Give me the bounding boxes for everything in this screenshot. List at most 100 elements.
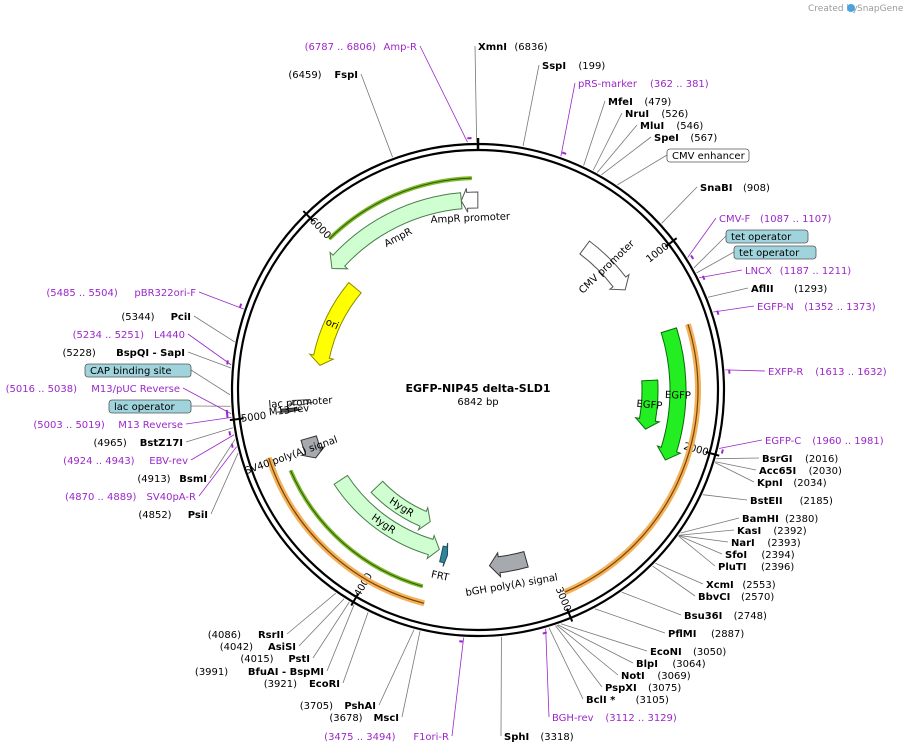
site-sspi[interactable]: SspI(199) <box>542 61 605 72</box>
site-bsu36i[interactable]: Bsu36I(2748) <box>684 611 767 622</box>
site-position: (3991) <box>195 667 228 678</box>
site-prs-marker[interactable]: pRS-marker(362 .. 381) <box>578 79 709 90</box>
site-pluti[interactable]: PluTI(2396) <box>718 562 794 573</box>
site-name: NotI <box>621 671 645 682</box>
ruler-tick <box>229 417 244 422</box>
site-bbvci[interactable]: BbvCI(2570) <box>698 592 774 603</box>
feature-tag-box <box>108 399 192 414</box>
site-cmv-enhancer[interactable]: CMV enhancer <box>666 148 750 163</box>
site-sphi[interactable]: SphI(3318) <box>504 732 574 743</box>
feature-tag-box <box>725 229 809 244</box>
site-nari[interactable]: NarI(2393) <box>731 538 801 549</box>
site-leader <box>718 439 763 449</box>
site-bsrgi[interactable]: BsrGI(2016) <box>762 454 838 465</box>
site-sv40pa-r[interactable]: SV40pA-R(4870 .. 4889) <box>65 492 196 503</box>
site-pbr322ori-f[interactable]: pBR322ori-F(5485 .. 5504) <box>46 288 196 299</box>
site-name: BspQI - SapI <box>116 348 185 359</box>
site-leader <box>548 627 584 700</box>
site-pcii[interactable]: PciI(5344) <box>121 312 191 323</box>
feature-sv40-poly-a-signal <box>299 435 326 459</box>
site-position: (4913) <box>137 474 170 485</box>
site-m13-reverse[interactable]: M13 Reverse(5003 .. 5019) <box>33 420 183 431</box>
site-ecori[interactable]: EcoRI(3921) <box>264 679 340 690</box>
site-leader <box>707 287 749 298</box>
feature-egfp <box>656 327 687 461</box>
feature-frt <box>439 542 449 567</box>
site-noti[interactable]: NotI(3069) <box>621 671 691 682</box>
site-mlui[interactable]: MluI(546) <box>640 121 703 132</box>
site-bspqi-sapi[interactable]: BspQI - SapI(5228) <box>63 348 185 359</box>
site-bcli[interactable]: BclI *(3105) <box>586 695 669 706</box>
site-kasi[interactable]: KasI(2392) <box>737 526 807 537</box>
site-position: (3921) <box>264 679 297 690</box>
site-tet-operator[interactable]: tet operator <box>725 229 809 244</box>
site-xcmi[interactable]: XcmI(2553) <box>706 580 776 591</box>
site-kpni[interactable]: KpnI(2034) <box>757 478 827 489</box>
site-bsteii[interactable]: BstEII(2185) <box>750 496 833 507</box>
feature-label: EGFP <box>665 390 691 402</box>
site-bfuai-bspmi[interactable]: BfuAI - BspMI(3991) <box>195 667 324 678</box>
site-position: (2185) <box>800 496 833 507</box>
site-cmv-f[interactable]: CMV-F(1087 .. 1107) <box>719 214 832 225</box>
site-econi[interactable]: EcoNI(3050) <box>650 647 726 658</box>
plasmid-name: EGFP-NIP45 delta-SLD1 <box>405 382 550 395</box>
site-leader <box>678 529 735 536</box>
credit-text: Created by <box>808 4 858 14</box>
site-position: (4870 .. 4889) <box>65 492 137 503</box>
site-leader <box>556 624 619 676</box>
ruler-tick <box>705 451 720 457</box>
site-tet-operator[interactable]: tet operator <box>733 245 817 260</box>
site-acc65i[interactable]: Acc65I(2030) <box>759 466 842 477</box>
site-name: PluTI <box>718 562 746 573</box>
site-blpi[interactable]: BlpI(3064) <box>636 659 706 670</box>
site-leader <box>678 535 723 555</box>
site-pflmi[interactable]: PflMI(2887) <box>668 629 744 640</box>
site-ebv-rev[interactable]: EBV-rev(4924 .. 4943) <box>63 456 188 467</box>
site-spei[interactable]: SpeI(567) <box>654 133 717 144</box>
site-sfoi[interactable]: SfoI(2394) <box>725 550 795 561</box>
site-m13-puc-reverse[interactable]: M13/pUC Reverse(5016 .. 5038) <box>6 384 180 395</box>
site-msci[interactable]: MscI(3678) <box>329 713 399 724</box>
site-rsrii[interactable]: RsrII(4086) <box>208 630 284 641</box>
site-position: (1187 .. 1211) <box>780 266 852 277</box>
site-f1ori-r[interactable]: F1ori-R(3475 .. 3494) <box>324 732 449 743</box>
site-psii[interactable]: PsiI(4852) <box>138 510 208 521</box>
site-pshai[interactable]: PshAI(3705) <box>300 701 376 712</box>
site-position: (1352 .. 1373) <box>804 302 876 313</box>
site-mfei[interactable]: MfeI(479) <box>608 97 671 108</box>
plasmid-size: 6842 bp <box>457 397 498 408</box>
site-cap-binding-site[interactable]: CAP binding site <box>84 363 192 378</box>
site-lncx[interactable]: LNCX(1187 .. 1211) <box>745 266 851 277</box>
site-lac-operator[interactable]: lac operator <box>108 399 192 414</box>
primer-mark <box>228 431 232 436</box>
feature-ampr-promoter <box>460 188 479 213</box>
site-bstz17i[interactable]: BstZ17I(4965) <box>94 438 183 449</box>
site-bamhi[interactable]: BamHI(2380) <box>742 514 818 525</box>
site-leader <box>182 387 232 415</box>
site-leader <box>560 82 576 157</box>
site-psti[interactable]: PstI(4015) <box>240 654 310 665</box>
feature-label: M13 rev <box>268 403 310 418</box>
site-l4440[interactable]: L4440(5234 .. 5251) <box>73 330 185 341</box>
coverage-arc-line <box>268 457 425 604</box>
site-egfp-n[interactable]: EGFP-N(1352 .. 1373) <box>757 302 876 313</box>
site-name: BbvCI <box>698 592 730 603</box>
feature-lac-promoter <box>288 399 313 406</box>
site-xmni[interactable]: XmnI(6836) <box>478 42 548 53</box>
site-bsmi[interactable]: BsmI(4913) <box>137 474 207 485</box>
site-aflii[interactable]: AflII(1293) <box>751 284 827 295</box>
site-pspxi[interactable]: PspXI(3075) <box>605 683 681 694</box>
site-exfp-r[interactable]: EXFP-R(1613 .. 1632) <box>768 367 887 378</box>
site-bgh-rev[interactable]: BGH-rev(3112 .. 3129) <box>552 713 677 724</box>
site-snabi[interactable]: SnaBI(908) <box>700 183 770 194</box>
site-leader <box>661 186 698 224</box>
site-nrui[interactable]: NruI(526) <box>625 109 688 120</box>
site-position: (3050) <box>693 647 726 658</box>
site-asisi[interactable]: AsiSI(4042) <box>220 642 296 653</box>
site-position: (3075) <box>648 683 681 694</box>
site-leader <box>185 416 232 425</box>
site-egfp-c[interactable]: EGFP-C(1960 .. 1981) <box>765 436 884 447</box>
site-amp-r[interactable]: Amp-R(6787 .. 6806) <box>305 42 417 53</box>
site-fspi[interactable]: FspI(6459) <box>288 70 358 81</box>
